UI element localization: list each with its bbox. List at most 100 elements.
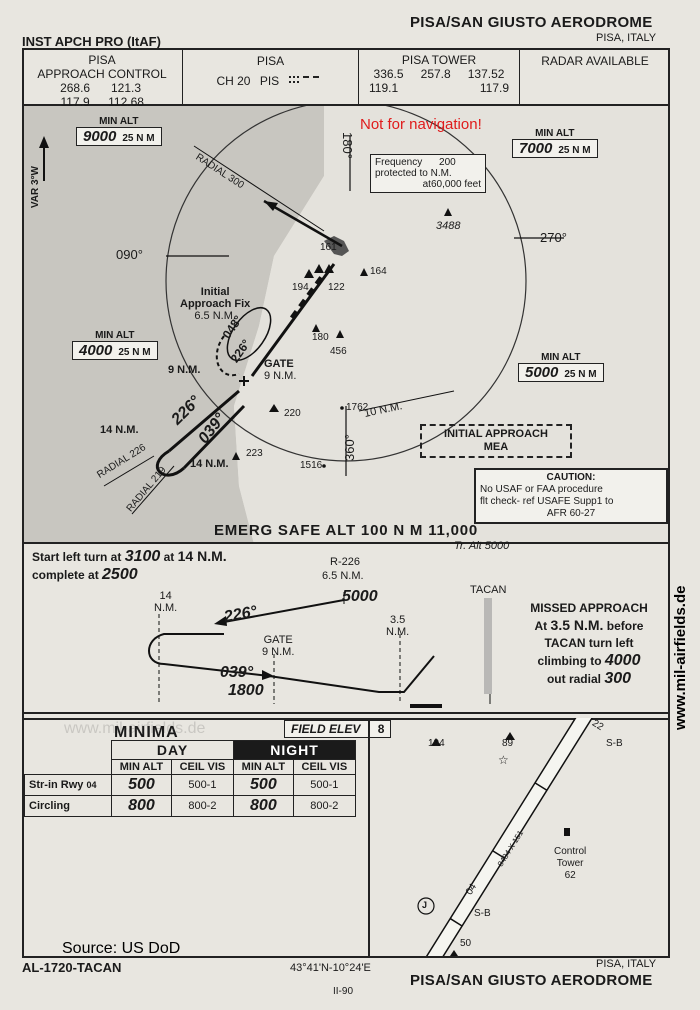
complete-turn-alt: 2500	[102, 566, 138, 583]
profile-tacan: TACAN	[470, 584, 507, 596]
approach-freqs: 268.6 121.3 117.9 112.68	[22, 81, 182, 109]
airport-obstacle-194: 194	[428, 738, 445, 749]
sea-area	[234, 106, 668, 544]
approach-label-1: PISA	[88, 53, 116, 67]
start-turn-dist: 14 N.M.	[177, 548, 227, 564]
d35-unit: N.M.	[386, 626, 410, 638]
start-turn-alt: 3100	[124, 548, 161, 565]
radial-300-line	[193, 145, 325, 232]
footer-location: PISA, ITALY	[596, 958, 657, 970]
j-label: J	[422, 900, 428, 910]
tower-cell: PISA TOWER 336.5 257.8 137.52 119.1 117.…	[359, 48, 520, 104]
min-alt-value: 7000	[519, 140, 553, 157]
spot-icon	[322, 464, 326, 468]
outbound-leg	[168, 389, 240, 453]
bottom-section: MINIMA FIELD ELEV 8 DAY NIGHT MIN ALT CE…	[23, 712, 668, 956]
radial-226-line	[103, 455, 155, 487]
obstacle-1516: 1516	[300, 460, 323, 471]
section-divider	[24, 718, 668, 720]
side-watermark: www.mil-airfields.de	[672, 585, 689, 730]
missed-l2: TACAN turn left	[544, 636, 634, 650]
footer-title: PISA/SAN GIUSTO AERODROME	[410, 972, 653, 989]
min-alt-dist: 25 N M	[564, 369, 597, 380]
bearing-180: 180°	[339, 132, 355, 159]
control-tower-label: Control Tower 62	[554, 846, 586, 882]
profile-alt-5000: 5000	[342, 588, 378, 605]
arrowhead-icon	[262, 670, 274, 680]
start-turn-at: at	[163, 550, 175, 564]
min-alt-value: 5000	[525, 364, 559, 381]
missed-track	[263, 199, 343, 248]
watermark: www.mil-airfields.de	[64, 720, 206, 737]
freq-box-l2: protected to	[375, 168, 428, 179]
section-divider	[24, 712, 668, 714]
gate-dist: 9 N.M.	[264, 370, 297, 382]
freq-box-value: 200	[439, 157, 456, 168]
freq: 137.52	[467, 67, 505, 81]
night-ceil-vis: 800-2	[292, 795, 357, 817]
runway-bar	[410, 704, 442, 708]
tacan-cell: PISA CH 20 PIS	[183, 48, 359, 104]
dist-14-a: 14 N.M.	[100, 424, 139, 436]
variation-label: VAR 3°W	[30, 166, 41, 209]
gate-dist-left: 9 N.M.	[168, 364, 201, 376]
approach-control-cell: PISA APPROACH CONTROL 268.6 121.3 117.9 …	[22, 48, 183, 109]
night-ceil-vis: 500-1	[292, 774, 357, 796]
initial-approach-mea-box: INITIAL APPROACH MEA	[420, 424, 572, 458]
caution-line: AFR 60-27	[546, 508, 596, 519]
obstacle-164: 164	[370, 266, 387, 277]
emergency-safe-altitude: EMERG SAFE ALT 100 N M 11,000	[24, 522, 668, 544]
min-alt-label: MIN ALT	[541, 352, 581, 363]
dist-14-b: 14 N.M.	[190, 458, 229, 470]
procedure-profile	[148, 633, 435, 693]
day-header: DAY	[111, 740, 235, 760]
profile-gate-dist: 9 N.M.	[262, 646, 295, 658]
profile-gate-label: GATE	[263, 634, 293, 646]
coordinates: 43°41'N-10°24'E	[290, 962, 371, 974]
airport-divider	[368, 718, 370, 956]
comm-bar: PISA APPROACH CONTROL 268.6 121.3 117.9 …	[22, 48, 670, 109]
airport-obstacle-89: 89	[502, 738, 514, 749]
iam-l1: INITIAL APPROACH	[444, 428, 548, 440]
table-row: Circling 800 800-2 800 800-2	[23, 795, 357, 817]
j-circle	[417, 897, 435, 915]
freq: 121.3	[111, 81, 142, 95]
obstacle-icon	[431, 738, 441, 746]
airport-diagram: ☆	[417, 718, 596, 956]
caution-line: flt check- ref USAFE Supp1 to	[480, 496, 614, 507]
min-alt-dist: 25 N M	[558, 145, 591, 156]
night-header: NIGHT	[233, 740, 356, 760]
iam-l2: MEA	[483, 441, 509, 453]
obstacle-icon	[505, 732, 515, 740]
obstacle-3488: 3488	[436, 220, 461, 232]
start-turn-prefix: Start left turn at	[32, 550, 122, 564]
missed-approach-note: MISSED APPROACH At 3.5 N.M. before TACAN…	[520, 600, 658, 688]
r226-label: R-226	[330, 556, 360, 568]
row-runway: 04	[86, 780, 97, 790]
d35-num: 3.5	[389, 614, 406, 626]
complete-turn-note: complete at 2500	[32, 566, 138, 584]
field-elevation-box: FIELD ELEV 8	[284, 720, 392, 738]
gate-fix-icon	[239, 376, 249, 386]
missed-l4: out radial	[546, 672, 601, 686]
morse-code-icon	[288, 76, 319, 83]
row-label: Circling	[23, 795, 113, 817]
freq-box-alt: 60,000 feet	[430, 179, 481, 190]
obstacle-194: 194	[292, 282, 309, 293]
tower-l1: Control	[554, 846, 587, 857]
airfield-blot	[324, 236, 349, 256]
airport-obstacle-50: 50	[460, 938, 472, 949]
sb-label-2: S-B	[474, 908, 491, 919]
night-min-alt: 500	[233, 774, 294, 796]
procedure-turn	[215, 335, 240, 377]
approach-label-2: APPROACH CONTROL	[37, 67, 167, 81]
radial-219-line	[131, 465, 175, 515]
caution-box: CAUTION: No USAF or FAA procedure flt ch…	[474, 468, 668, 524]
star-icon: ☆	[498, 753, 509, 767]
chart-date: II-90	[333, 986, 354, 997]
missed-l3: climbing to	[537, 654, 602, 668]
